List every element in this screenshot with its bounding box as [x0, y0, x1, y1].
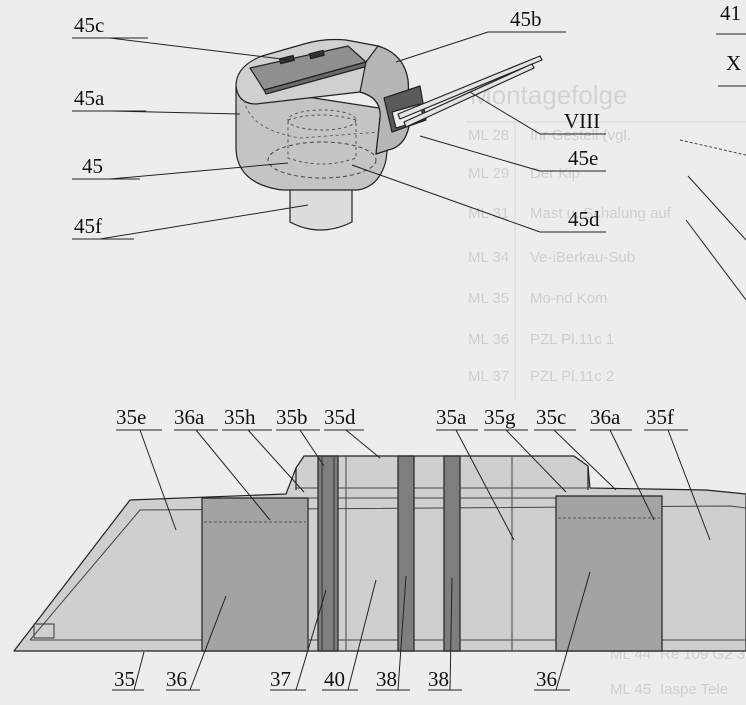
bg-row-text: Mo-nd Kom [530, 290, 608, 307]
label-35a: 35a [436, 405, 467, 429]
label-VIII: VIII [564, 109, 600, 133]
bg-row-text: Iaspe Tele [660, 681, 728, 698]
label-45e: 45e [568, 146, 598, 170]
hull-drawing [13, 455, 746, 652]
label-41: 41 [720, 1, 741, 25]
bg-row-code: ML 34 [468, 249, 509, 266]
strip-38b [443, 455, 461, 652]
label-35: 35 [114, 667, 135, 691]
label-45b: 45b [510, 7, 542, 31]
turret-labels: 45c 45b 45a VIII 45 45e 45f 45d [74, 7, 600, 238]
label-36a: 36a [174, 405, 205, 429]
strip-37 [317, 455, 339, 652]
bg-row-code: ML 36 [468, 331, 509, 348]
label-36a: 36a [590, 405, 621, 429]
label-38: 38 [376, 667, 397, 691]
bg-row-code: ML 45 [610, 681, 651, 698]
label-45: 45 [82, 154, 103, 178]
bg-row-code: ML 29 [468, 165, 509, 182]
label-45a: 45a [74, 86, 105, 110]
hull-bottom-callouts [112, 571, 591, 691]
hull-bottom-labels: 35 36 37 40 38 38 36 [114, 667, 557, 691]
bg-row-text: Ihr Gestell (vgl. [530, 127, 631, 144]
bg-row-text: Mast u. Schalung auf [530, 205, 672, 222]
label-35b: 35b [276, 405, 308, 429]
bg-row-code: ML 35 [468, 290, 509, 307]
panel-36-right [555, 495, 663, 652]
bg-row-code: ML 37 [468, 368, 509, 385]
label-40: 40 [324, 667, 345, 691]
hull-top-callouts [116, 429, 711, 541]
bg-row-text: Der Kip [530, 165, 580, 182]
label-38: 38 [428, 667, 449, 691]
inner-ring-45d [267, 141, 377, 179]
label-45d: 45d [568, 207, 600, 231]
edge-callouts: 41 X [679, 1, 746, 301]
label-35e: 35e [116, 405, 146, 429]
label-37: 37 [270, 667, 291, 691]
label-35h: 35h [224, 405, 256, 429]
bg-row-text: PZL Pl.11c 2 [530, 368, 614, 385]
turret-callouts [72, 31, 606, 240]
turret-base-45f [289, 184, 353, 231]
label-X: X [726, 51, 741, 75]
bg-row-text: Ve-iBerkau-Sub [530, 249, 635, 266]
label-35g: 35g [484, 405, 516, 429]
gun-barrel-2 [403, 63, 535, 128]
label-35d: 35d [324, 405, 356, 429]
hull-top-labels: 35e 36a 35h 35b 35d 35a 35g 35c 36a 35f [116, 405, 674, 429]
strip-38a [397, 455, 415, 652]
bg-row-text: PZL Pl.11c 1 [530, 331, 614, 348]
gun-barrel-1 [397, 55, 543, 120]
label-35c: 35c [536, 405, 566, 429]
bg-row-code: ML 28 [468, 127, 509, 144]
label-36: 36 [536, 667, 557, 691]
panel-36-left [201, 497, 309, 652]
label-45f: 45f [74, 214, 102, 238]
label-35f: 35f [646, 405, 674, 429]
label-36: 36 [166, 667, 187, 691]
label-45c: 45c [74, 13, 104, 37]
